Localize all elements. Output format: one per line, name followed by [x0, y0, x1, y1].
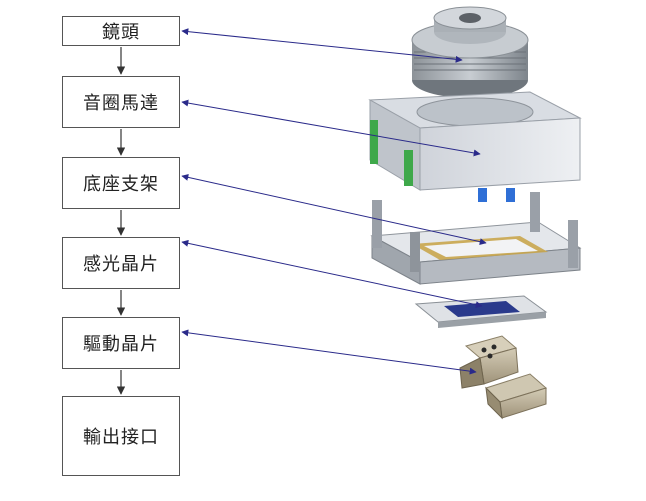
- lens-barrel-illustration: [411, 6, 529, 98]
- voice-coil-motor-illustration: [368, 91, 582, 202]
- exploded-view: [368, 6, 582, 420]
- label-box-image-sensor: 感光晶片: [62, 237, 180, 289]
- label-image-sensor: 感光晶片: [83, 254, 159, 275]
- pointer-lens: [181, 28, 463, 63]
- base-holder-illustration: [370, 192, 582, 285]
- label-box-driver-chip: 驅動晶片: [62, 317, 180, 369]
- label-box-output-connector: 輸出接口: [62, 396, 180, 476]
- pointer-voice-coil-motor: [181, 99, 481, 157]
- label-box-voice-coil-motor: 音圈馬達: [62, 76, 180, 128]
- label-driver-chip: 驅動晶片: [83, 334, 159, 355]
- pointer-driver-chip: [181, 329, 477, 375]
- image-sensor-illustration: [414, 295, 548, 328]
- label-output-connector: 輸出接口: [83, 427, 159, 448]
- pointer-arrows: [181, 28, 487, 375]
- label-box-base-holder: 底座支架: [62, 157, 180, 209]
- pointer-image-sensor: [181, 239, 483, 309]
- label-voice-coil-motor: 音圈馬達: [83, 93, 159, 114]
- label-base-holder: 底座支架: [83, 174, 159, 195]
- driver-chip-illustration: [459, 335, 548, 420]
- label-box-lens: 鏡頭: [62, 16, 180, 46]
- pointer-base-holder: [181, 173, 487, 246]
- label-lens: 鏡頭: [102, 22, 140, 43]
